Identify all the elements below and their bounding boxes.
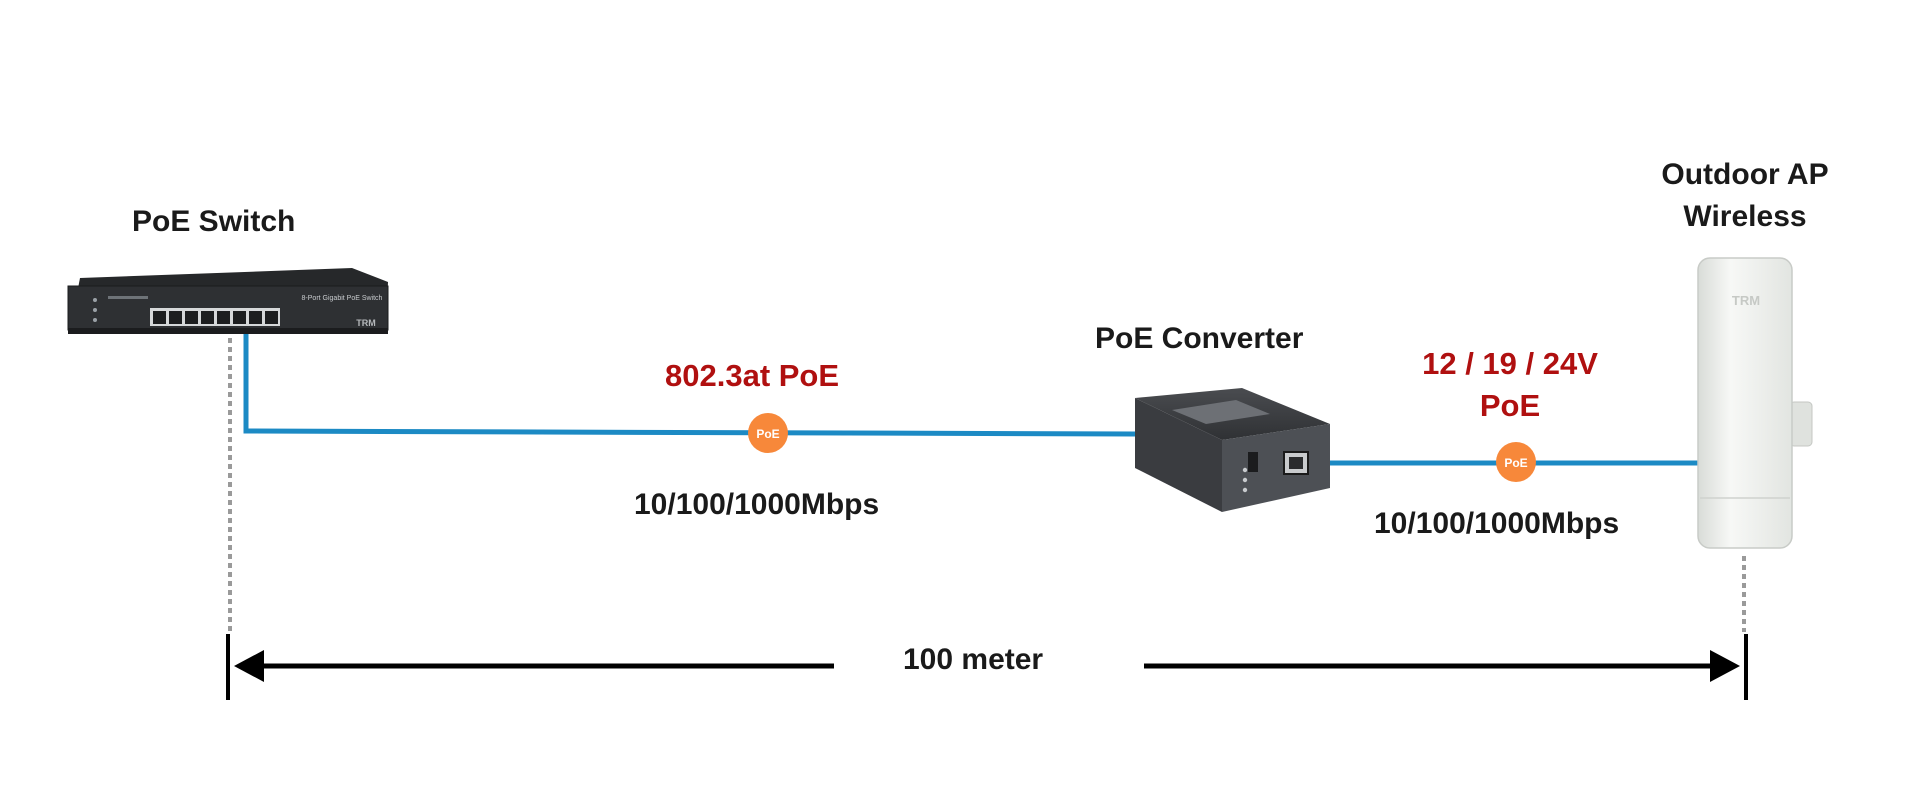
switch-ethernet-ports: [150, 308, 280, 326]
cable-switch-to-converter: [243, 322, 1136, 437]
poe-converter-device: [1135, 388, 1330, 512]
poe-badge-left: PoE: [748, 413, 788, 453]
converter-leds: [1242, 467, 1248, 493]
svg-text:PoE: PoE: [756, 427, 779, 441]
right-link-standard: PoE: [1479, 388, 1541, 423]
left-link-standard: 802.3at PoE: [665, 358, 840, 393]
distance-arrow: [226, 634, 1748, 700]
right-link-voltage: 12 / 19 / 24V: [1422, 346, 1598, 381]
outdoor-ap-label-line2: Wireless: [1683, 200, 1807, 233]
switch-status-leds: [93, 296, 148, 322]
poe-converter-label: PoE Converter: [1095, 322, 1304, 355]
right-link-speed: 10/100/1000Mbps: [1374, 507, 1620, 540]
outdoor-ap-label: Outdoor AP Wireless: [1620, 154, 1870, 238]
poe-badge-right: PoE: [1496, 442, 1536, 482]
right-link-power: 12 / 19 / 24V PoE: [1390, 343, 1630, 427]
switch-panel-text: 8-Port Gigabit PoE Switch: [302, 295, 383, 302]
outdoor-ap-label-line1: Outdoor AP: [1661, 158, 1829, 191]
svg-text:PoE: PoE: [1504, 456, 1527, 470]
switch-logo: TRM: [356, 318, 376, 328]
left-link-speed: 10/100/1000Mbps: [634, 488, 880, 521]
ap-logo: TRM: [1732, 293, 1760, 308]
poe-switch-label: PoE Switch: [132, 205, 296, 238]
distance-label: 100 meter: [903, 643, 1044, 676]
outdoor-ap-device: TRM: [1697, 257, 1813, 549]
poe-switch-device: 8-Port Gigabit PoE Switch TRM: [67, 268, 389, 334]
